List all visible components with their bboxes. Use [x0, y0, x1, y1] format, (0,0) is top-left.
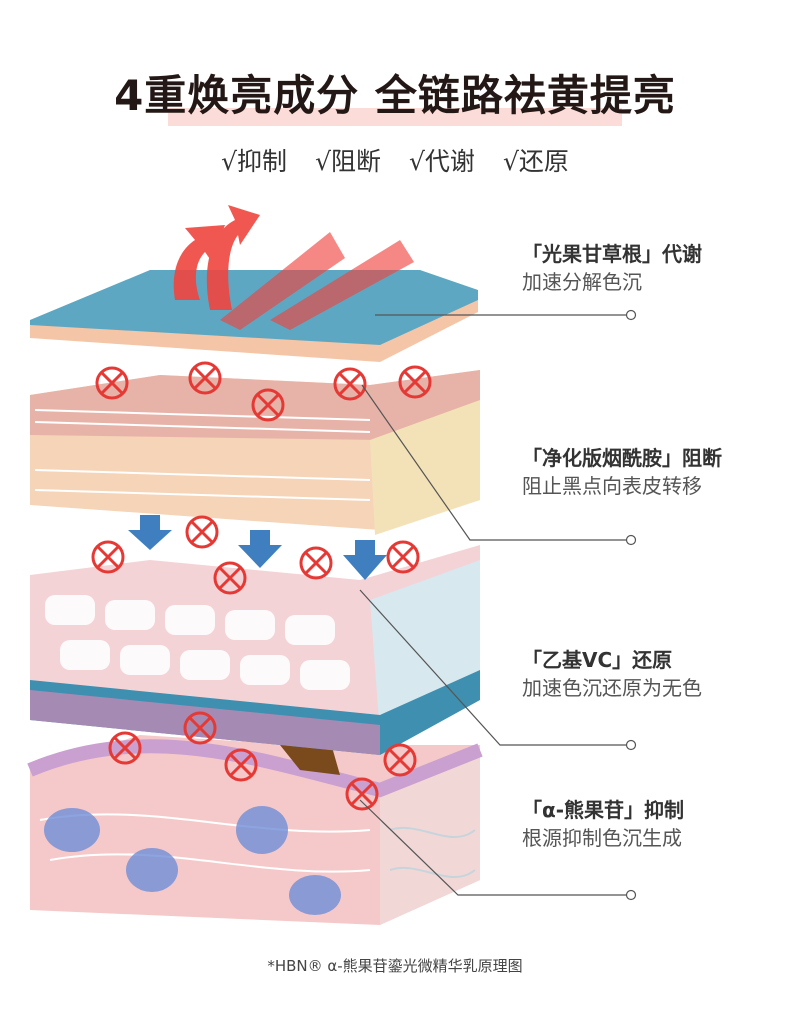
label-title: 「α-熊果苷」抑制	[522, 798, 685, 822]
hair-follicle-icons	[44, 806, 341, 915]
dermis-layer	[27, 735, 483, 925]
stratum-layer	[30, 370, 480, 535]
transfer-arrows	[128, 515, 387, 580]
epidermis-layer	[30, 545, 480, 755]
subtitle-item: √阻断	[315, 147, 381, 176]
label-licorice: 「光果甘草根」代谢 加速分解色沉	[522, 240, 702, 296]
leader-lines	[359, 309, 637, 901]
label-ethyl-vc: 「乙基VC」还原 加速色沉还原为无色	[522, 646, 702, 702]
label-title: 「光果甘草根」代谢	[522, 242, 702, 266]
subtitle-item: √还原	[502, 147, 569, 176]
label-title: 「净化版烟酰胺」阻断	[522, 446, 722, 470]
label-arbutin: 「α-熊果苷」抑制 根源抑制色沉生成	[522, 796, 684, 852]
subtitle-item: √抑制	[221, 147, 288, 176]
label-desc: 加速色沉还原为无色	[522, 676, 702, 700]
inhibition-markers	[91, 361, 432, 811]
label-title: 「乙基VC」还原	[522, 648, 673, 672]
label-niacinamide: 「净化版烟酰胺」阻断 阻止黑点向表皮转移	[522, 444, 722, 500]
page-title: 4重焕亮成分 全链路祛黄提亮	[114, 71, 676, 120]
metabolism-arrows	[173, 205, 414, 330]
subtitle-item: √代谢	[409, 147, 475, 176]
label-desc: 加速分解色沉	[522, 270, 642, 294]
title-highlight	[168, 108, 622, 126]
subtitle: √抑制 √阻断 √代谢 √还原	[0, 142, 790, 178]
footnote: *HBN® α-熊果苷鎏光微精华乳原理图	[267, 957, 523, 975]
label-desc: 阻止黑点向表皮转移	[522, 474, 702, 498]
label-desc: 根源抑制色沉生成	[522, 826, 682, 850]
